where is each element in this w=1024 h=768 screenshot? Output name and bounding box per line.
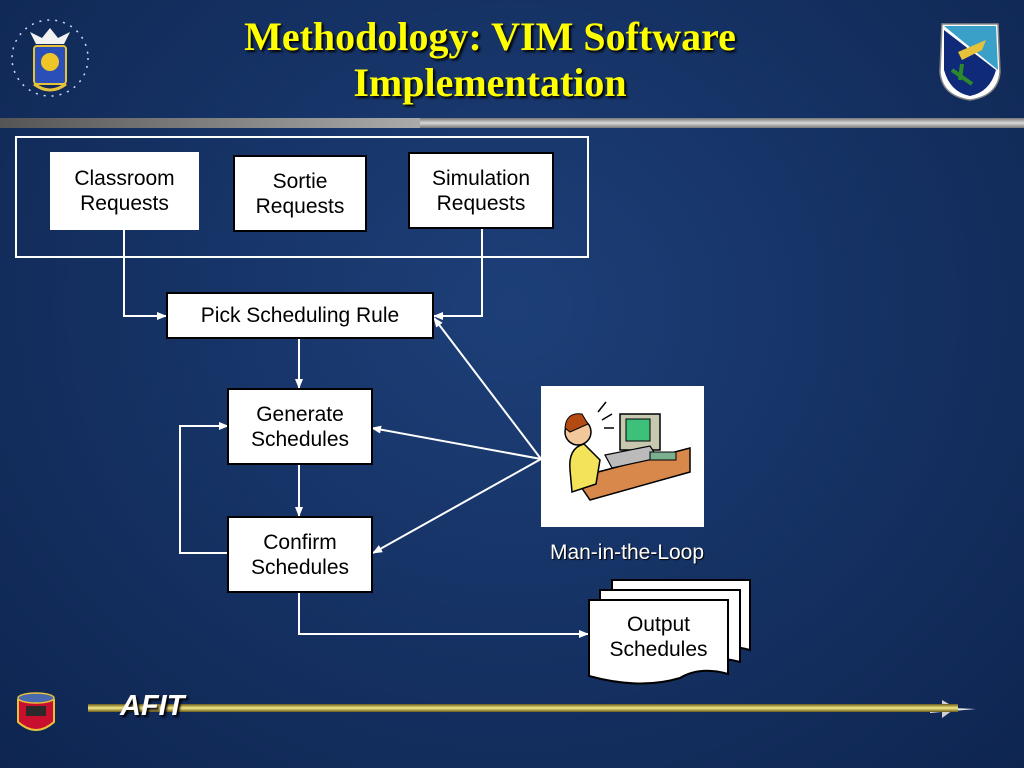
- pick-scheduling-rule-label: Pick Scheduling Rule: [200, 304, 400, 327]
- simulation-requests-node: Simulation Requests: [408, 152, 554, 229]
- man-in-the-loop-caption: Man-in-the-Loop: [549, 541, 705, 564]
- afit-logo-icon: [17, 692, 55, 731]
- simulation-requests-label: Simulation Requests: [431, 166, 531, 215]
- man-at-computer-clipart: [541, 386, 704, 527]
- pick-scheduling-rule-node: Pick Scheduling Rule: [166, 292, 434, 339]
- title-divider: [0, 118, 1024, 128]
- classroom-requests-node: Classroom Requests: [50, 152, 199, 230]
- output-document-stack: [588, 579, 751, 685]
- title-line-1: Methodology: VIM Software: [244, 14, 736, 59]
- generate-schedules-label: Generate Schedules: [250, 402, 350, 451]
- sortie-requests-node: Sortie Requests: [233, 155, 367, 232]
- flying-training-wing-emblem-icon: [939, 23, 1001, 101]
- output-schedules-label: Output Schedules: [609, 613, 708, 661]
- confirm-schedules-node: Confirm Schedules: [227, 516, 373, 593]
- footer-rule: [88, 704, 958, 712]
- sortie-requests-label: Sortie Requests: [255, 169, 345, 218]
- classroom-requests-label: Classroom Requests: [74, 167, 175, 215]
- confirm-schedules-label: Confirm Schedules: [250, 530, 350, 579]
- air-force-seal-icon: [11, 19, 89, 97]
- title-line-2: Implementation: [353, 60, 627, 105]
- slide-title: Methodology: VIM Software Implementation: [130, 14, 850, 106]
- footer-brand: AFIT: [120, 690, 185, 722]
- output-schedules-node: Output Schedules: [589, 604, 728, 670]
- generate-schedules-node: Generate Schedules: [227, 388, 373, 465]
